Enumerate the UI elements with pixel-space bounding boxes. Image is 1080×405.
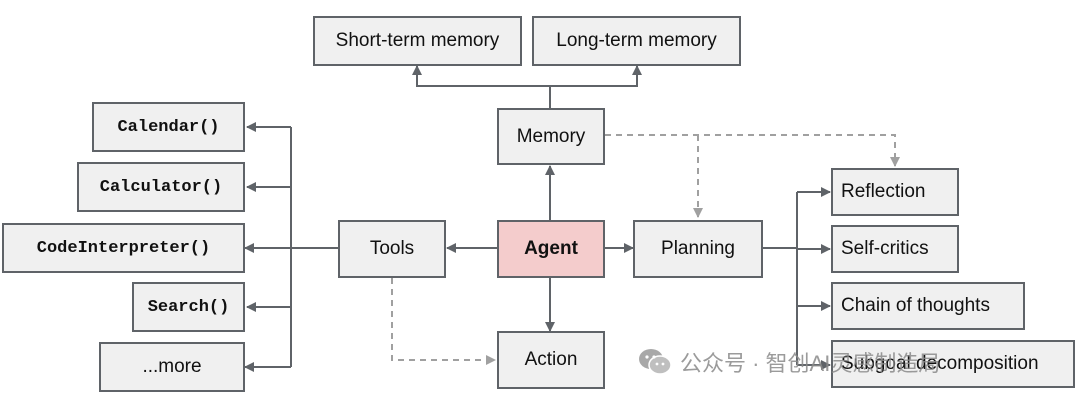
memory-to-long-term-line (550, 65, 642, 87)
action-box: Action (497, 331, 605, 389)
reflection-box: Reflection (831, 168, 959, 216)
watermark-text: 公众号 · 智创AI灵感制造局 (680, 351, 941, 376)
agent-box: Agent (497, 220, 605, 278)
search-tool-box: Search() (132, 282, 245, 332)
subgoal-decomposition-box: Subgoal decomposition (831, 340, 1075, 388)
tools-bus-line (290, 127, 338, 367)
planning-box: Planning (633, 220, 763, 278)
wechat-icon (639, 349, 672, 375)
more-tools-box: ...more (99, 342, 245, 392)
calendar-tool-box: Calendar() (92, 102, 245, 152)
watermark: 公众号 · 智创AI灵感制造局 (638, 346, 940, 378)
planning-bus-line (763, 192, 798, 365)
memory-to-memory-types-line (412, 65, 551, 108)
tools-to-action-dashed (391, 278, 496, 365)
memory-to-reflection-dashed (605, 134, 900, 167)
calculator-tool-box: Calculator() (77, 162, 245, 212)
tools-box: Tools (338, 220, 446, 278)
codeinterpreter-tool-box: CodeInterpreter() (2, 223, 245, 273)
chain-of-thoughts-box: Chain of thoughts (831, 282, 1025, 330)
memory-box: Memory (497, 108, 605, 165)
self-critics-box: Self-critics (831, 225, 959, 273)
short-term-memory-box: Short-term memory (313, 16, 522, 66)
long-term-memory-box: Long-term memory (532, 16, 741, 66)
